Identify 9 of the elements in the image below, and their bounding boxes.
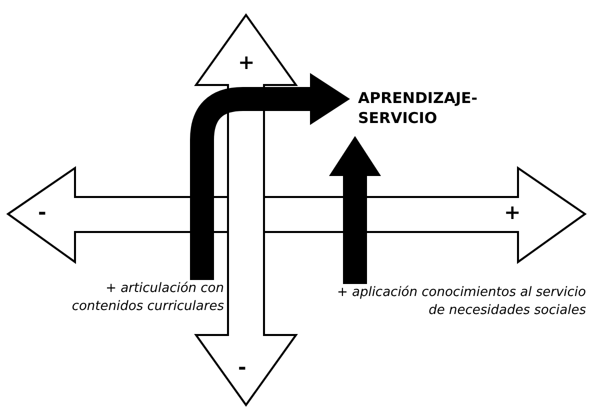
- arrow: [329, 136, 381, 284]
- sign-label: +: [504, 200, 521, 224]
- sign-label: +: [238, 50, 255, 74]
- sign-label: -: [38, 200, 46, 224]
- sign-label: -: [238, 355, 246, 379]
- heading-text: APRENDIZAJE- SERVICIO: [358, 88, 498, 128]
- arrow: [190, 73, 350, 280]
- annotation-text: + aplicación conocimientos al servicio de necesidades sociales: [322, 284, 586, 320]
- annotation-text: + articulación con contenidos curriculares: [40, 280, 224, 316]
